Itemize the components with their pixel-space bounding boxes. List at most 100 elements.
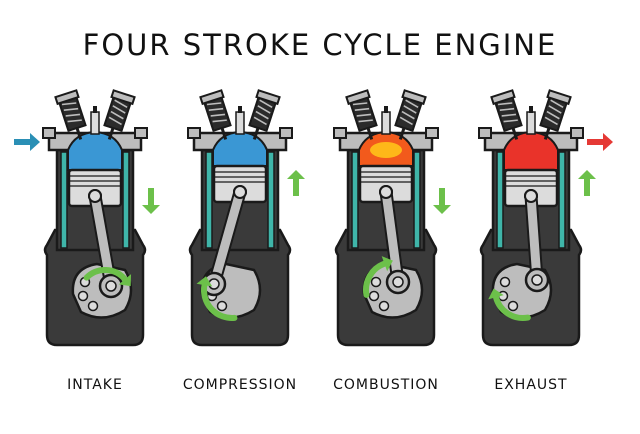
valve-spring-coil <box>206 102 222 106</box>
counterweight-hole <box>499 276 511 288</box>
exhaust-flow-arrow <box>587 133 613 151</box>
engine-combustion: COMBUSTION <box>333 89 451 393</box>
engine-exhaust: EXHAUST <box>478 89 613 393</box>
exhaust-valve <box>394 89 427 140</box>
coolant-channel-left <box>351 151 359 249</box>
connecting-rod <box>526 191 542 285</box>
valve-spring-coil <box>208 107 224 111</box>
valve-spring-coil <box>67 119 82 123</box>
coolant-channel-right <box>413 151 421 249</box>
connecting-rod <box>381 187 403 287</box>
stroke-label: COMBUSTION <box>333 377 439 393</box>
valve-spring-coil <box>253 116 267 126</box>
intake-port <box>187 127 201 139</box>
coolant-channel-left <box>205 151 213 249</box>
crank-rotation-arrow <box>492 294 531 321</box>
coolant-channel-left <box>60 151 68 249</box>
coolant-channel-right <box>267 151 275 249</box>
exhaust-valve <box>539 89 572 140</box>
valve-spring-coil <box>503 119 518 123</box>
valve-spring-coil <box>212 119 227 123</box>
valve-cap <box>401 89 427 106</box>
intake-valve <box>54 89 87 140</box>
valve-spring-coil <box>352 102 368 106</box>
crank-rotation-arrow <box>363 260 388 298</box>
intake-valve <box>345 89 378 140</box>
valve-spring-coil <box>356 113 372 117</box>
crank-rotation-arrowhead <box>196 276 213 287</box>
valve-stem <box>398 127 406 140</box>
crank-rotation-arrowhead <box>118 274 132 287</box>
spark-plug <box>381 111 391 135</box>
diagram-title: FOUR STROKE CYCLE ENGINE <box>82 28 558 62</box>
valve-stem <box>543 127 551 140</box>
valve-spring-coil <box>544 116 558 126</box>
valve-cap <box>199 89 225 106</box>
valve-spring-coil <box>255 110 269 120</box>
combustion-chamber <box>67 130 123 171</box>
valve-stem <box>75 127 83 140</box>
counterweight-hole <box>87 300 99 312</box>
exhaust-port <box>134 127 148 139</box>
intake-flow-arrow <box>14 133 40 151</box>
engine-intake: INTAKE <box>14 89 160 393</box>
counterweight-hole <box>507 300 519 312</box>
valve-stem <box>511 127 519 140</box>
valve-stem <box>107 127 115 140</box>
exhaust-valve <box>103 89 136 140</box>
valve-spring-coil <box>112 105 126 114</box>
piston-direction-arrow <box>433 188 451 214</box>
valve-spring-coil <box>63 107 79 111</box>
crank-rotation-arrow <box>201 282 238 321</box>
wrist-pin-cap <box>88 189 102 203</box>
counterweight-hole <box>368 290 380 302</box>
valve-cap <box>546 89 572 106</box>
intake-valve <box>199 89 232 140</box>
counterweight-hole <box>216 300 228 312</box>
valve-spring-coil <box>497 102 513 106</box>
valve-spring-coil <box>403 105 417 114</box>
coolant-channel-left <box>496 151 504 249</box>
counterweight-hole <box>378 300 390 312</box>
valve-spring-coil <box>399 116 413 126</box>
crank-rotation-arrowhead <box>381 256 393 272</box>
valve-cap <box>54 89 80 106</box>
spark-plug-terminal <box>93 106 97 113</box>
piston-direction-arrow <box>142 188 160 214</box>
exhaust-valve <box>248 89 281 140</box>
intake-valve <box>490 89 523 140</box>
valve-spring-coil <box>548 105 562 114</box>
stroke-label: EXHAUST <box>494 377 567 393</box>
valve-spring-coil <box>546 110 560 120</box>
coolant-channel-right <box>558 151 566 249</box>
valve-cap <box>490 89 516 106</box>
counterweight-hole <box>370 276 382 288</box>
piston-direction-arrow <box>287 170 305 196</box>
valve-spring-coil <box>210 113 226 117</box>
spark-plug <box>235 111 245 135</box>
connecting-rod <box>209 187 245 289</box>
valve-stem <box>366 127 374 140</box>
valve-cap <box>345 89 371 106</box>
valve-spring-coil <box>65 113 81 117</box>
intake-port <box>42 127 56 139</box>
combustion-chamber <box>503 130 559 171</box>
wrist-pin-cap <box>379 185 393 199</box>
valve-spring-coil <box>108 116 122 126</box>
valve-stem <box>252 127 260 140</box>
crank-rotation-arrowhead <box>488 288 504 300</box>
valve-spring-coil <box>550 99 564 109</box>
valve-spring-coil <box>114 99 128 109</box>
valve-spring-coil <box>401 110 415 120</box>
spark-plug-terminal <box>529 106 533 113</box>
valve-spring-coil <box>405 99 419 109</box>
exhaust-port <box>425 127 439 139</box>
intake-port <box>478 127 492 139</box>
engine-compression: COMPRESSION <box>183 89 305 393</box>
valve-cap <box>110 89 136 106</box>
spark-plug-terminal <box>238 106 242 113</box>
crank-pin-center <box>531 274 543 286</box>
stroke-label: COMPRESSION <box>183 377 297 393</box>
